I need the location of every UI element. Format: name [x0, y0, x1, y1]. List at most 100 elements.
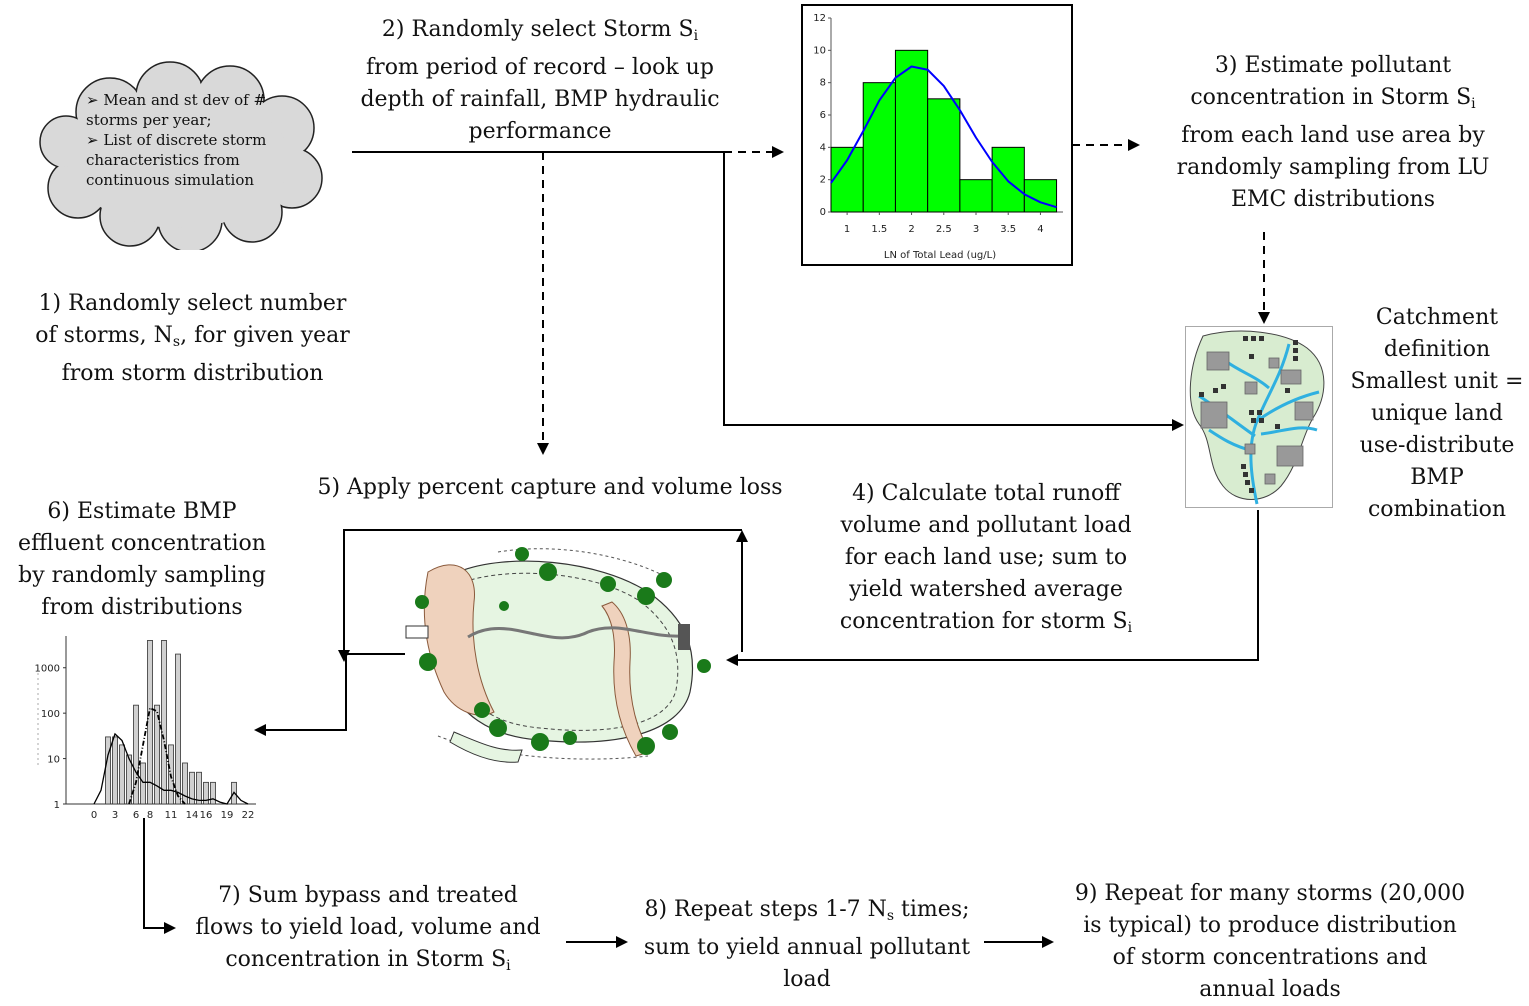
- step-4-sub: i: [1127, 620, 1133, 636]
- histogram-ytick-5: 10: [813, 45, 826, 56]
- step-5: 5) Apply percent capture and volume loss: [317, 475, 783, 500]
- step-1-line-2: of storms, Ns, for given year: [20, 320, 365, 358]
- arrow-to-step7: [143, 818, 176, 934]
- log-ytick-1: 10: [47, 755, 60, 766]
- step-9-line-1: 9) Repeat for many storms (20,000: [1074, 881, 1466, 906]
- histogram-xtick-5: 3.5: [1000, 224, 1016, 235]
- log-xtick-1: 3: [112, 810, 118, 820]
- step-7-text: concentration in Storm S: [225, 947, 507, 972]
- step-9-line-3: of storm concentrations and: [1112, 945, 1428, 970]
- embankment-left: [423, 564, 495, 716]
- histogram-xlabel: LN of Total Lead (ug/L): [884, 250, 996, 261]
- histogram-ytick-0: 0: [820, 207, 826, 218]
- step-3-line-3: from each land use area by: [1181, 123, 1485, 148]
- step-3-text: concentration in Storm S: [1190, 85, 1472, 110]
- step-6: 6) Estimate BMP effluent concentration b…: [0, 496, 284, 624]
- step-1-text-a: of storms, N: [35, 323, 173, 348]
- log-xtick-2: 6: [133, 810, 139, 820]
- step-8: 8) Repeat steps 1-7 Ns times; sum to yie…: [632, 894, 982, 996]
- histogram-bars: [830, 49, 1058, 213]
- step-4-line-2: volume and pollutant load: [840, 513, 1132, 538]
- log-xtick-4: 11: [165, 810, 178, 820]
- step-8-sub: s: [886, 908, 895, 924]
- histogram-ytick-3: 6: [820, 110, 826, 121]
- step-1-line-1: 1) Randomly select number: [38, 291, 347, 316]
- step-3-line-2: concentration in Storm Si: [1148, 82, 1518, 120]
- histogram-fit-curve: [830, 65, 1057, 209]
- histogram-xtick-4: 3: [973, 224, 979, 235]
- histogram-bar-5: [991, 146, 1025, 213]
- step-9-line-2: is typical) to produce distribution: [1083, 913, 1457, 938]
- step-7-line-2: flows to yield load, volume and: [195, 915, 541, 940]
- step-2-line-3: depth of rainfall, BMP hydraulic: [360, 87, 720, 112]
- step-6-line-4: from distributions: [41, 595, 243, 620]
- catchment-line-3: Smallest unit =: [1350, 369, 1524, 394]
- log-bar-2: [119, 744, 125, 805]
- log-bar-13: [196, 771, 202, 805]
- log-bar-5: [140, 762, 146, 805]
- step-8-line-2: sum to yield annual pollutant: [643, 935, 971, 960]
- histogram-bar-0: [830, 146, 864, 213]
- log-bar-11: [182, 762, 188, 805]
- outlet-structure: [405, 625, 429, 639]
- histogram-bar-1: [862, 82, 896, 213]
- cloud-bullet-2: ➢ List of discrete storm characteristics…: [86, 131, 267, 189]
- catchment-line-1: Catchment: [1375, 305, 1499, 330]
- histogram-xtick-6: 4: [1037, 224, 1043, 235]
- pond-schematic: [405, 547, 711, 763]
- step-3-line-5: EMC distributions: [1230, 187, 1436, 212]
- log-bar-4: [133, 704, 139, 805]
- step-3-line-1: 3) Estimate pollutant: [1214, 53, 1452, 78]
- log-ytick-3: 1000: [35, 664, 60, 675]
- histogram-ytick-2: 4: [820, 142, 826, 153]
- low-flow-channel: [467, 626, 683, 640]
- arrow-pond-loop: [338, 529, 742, 662]
- catchment-line-4: unique land: [1370, 401, 1504, 426]
- histogram-xtick-3: 2.5: [936, 224, 952, 235]
- step-8-text-b: times;: [894, 897, 970, 922]
- step-3-line-4: randomly sampling from LU: [1176, 155, 1490, 180]
- step-7-sub: i: [506, 958, 511, 974]
- log-xtick-3: 8: [147, 810, 153, 820]
- step-4-line-4: yield watershed average: [849, 577, 1123, 602]
- step-7-line-1: 7) Sum bypass and treated: [218, 883, 518, 908]
- land-use-blocks: [1200, 351, 1314, 485]
- histogram-ytick-4: 8: [820, 78, 826, 89]
- cloud-bullet-1: ➢ Mean and st dev of # storms per year;: [86, 91, 267, 129]
- step-3-sub: i: [1471, 96, 1476, 112]
- step-6-line-1: 6) Estimate BMP: [47, 499, 237, 524]
- stream-network: [1198, 343, 1320, 505]
- step-1-sub: s: [172, 334, 181, 350]
- log-xtick-6: 16: [200, 810, 213, 820]
- step-1-line-3: from storm distribution: [61, 361, 324, 386]
- step-8-line-3: load: [783, 967, 831, 992]
- log-chart-bars: [105, 640, 237, 805]
- log-bar-10: [175, 653, 181, 805]
- step-4-line-1: 4) Calculate total runoff: [852, 481, 1120, 506]
- cloud-shape: [39, 61, 323, 250]
- cloud-fill: [41, 63, 321, 250]
- catchment-map: [1185, 326, 1333, 508]
- log-bar-7: [154, 704, 160, 805]
- histogram-bar-4: [959, 179, 993, 213]
- step-2-line-1: 2) Randomly select Storm Si: [340, 14, 740, 52]
- step-6-line-3: by randomly sampling: [18, 563, 266, 588]
- log-bar-0: [105, 736, 111, 805]
- step-7-line-3: concentration in Storm Si: [180, 944, 556, 982]
- step-8-text-a: 8) Repeat steps 1-7 N: [644, 897, 887, 922]
- log-bar-15: [210, 781, 216, 805]
- step-4: 4) Calculate total runoff volume and pol…: [816, 478, 1156, 644]
- step-2-sub: i: [693, 28, 699, 44]
- histogram-bar-3: [927, 98, 961, 213]
- catchment-line-2: definition: [1383, 337, 1491, 362]
- inflow-structure: [678, 624, 690, 650]
- log-bar-8: [161, 640, 167, 805]
- catchment-line-5: use-distribute: [1359, 433, 1515, 458]
- log-bar-1: [112, 736, 118, 805]
- arrow-catchment-to-pond: [726, 510, 1259, 666]
- pond-outline: [437, 548, 694, 760]
